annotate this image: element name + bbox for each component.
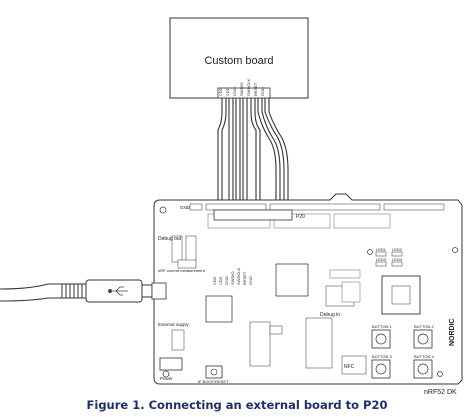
nrf-current-label: nRF current measurement — [158, 268, 206, 273]
usb-icon — [108, 286, 128, 296]
power-switch — [159, 357, 183, 371]
board-usb-connector — [151, 282, 167, 300]
debug-in-label: Debug in — [320, 312, 340, 318]
usb-cable-wire — [0, 297, 62, 302]
header-label: GND — [248, 276, 253, 285]
connector-label: GND — [232, 87, 237, 96]
current-measurement-jumper — [177, 259, 197, 269]
custom-connector-labels: VDD VDD GND SWDIO SWDCLK RESET GND — [218, 79, 265, 96]
usb-cable — [0, 279, 153, 303]
wire — [264, 98, 285, 210]
nrf52-chip-inner — [391, 285, 411, 305]
debug-out-label: Debug out — [158, 236, 182, 242]
board-name: nRF52 DK — [424, 389, 457, 396]
wire — [268, 98, 289, 210]
button-label: BUTTON 3 — [372, 354, 392, 359]
connector-label: VDD — [225, 87, 230, 96]
gnd-label: GND — [180, 205, 191, 210]
custom-board-connector — [217, 87, 271, 99]
header-label: VDD — [218, 276, 223, 285]
custom-board-label: Custom board — [204, 55, 273, 67]
mounting-holes — [159, 206, 458, 378]
connector-label: GND — [260, 87, 265, 96]
wire — [254, 98, 261, 210]
p20-header — [213, 209, 293, 221]
button-label: BUTTON 2 — [414, 324, 434, 329]
button-labels: BUTTON 1 BUTTON 2 BUTTON 3 BUTTON 4 — [372, 324, 434, 359]
wire — [261, 98, 281, 210]
top-header-row — [189, 203, 445, 211]
interface-mcu-chip — [205, 295, 233, 323]
header-label: GND — [224, 276, 229, 285]
mid-chip — [275, 263, 309, 297]
wire — [217, 98, 223, 210]
header-label: SWDCLK — [236, 268, 241, 285]
connector-label: SWDIO — [239, 82, 244, 96]
usb-plug-ridges — [65, 284, 83, 298]
led-label: LED1 — [376, 247, 387, 252]
nordic-logo: NORDIC — [449, 318, 456, 346]
usb-plug-tip — [141, 284, 153, 298]
figure-caption: Figure 1. Connecting an external board t… — [86, 398, 388, 412]
button-label: BUTTON 4 — [414, 354, 434, 359]
nfc-label: NFC — [344, 364, 355, 370]
led-group — [375, 251, 403, 267]
wire-bundle — [217, 98, 289, 210]
button-label: BUTTON 1 — [372, 324, 392, 329]
external-supply-label: External supply — [158, 322, 190, 327]
connector-label: RESET — [253, 82, 258, 96]
connector-label: SWDCLK — [246, 79, 251, 96]
external-supply-header — [171, 329, 185, 351]
led-label: LED3 — [376, 257, 387, 262]
power-label: Power — [160, 376, 173, 381]
custom-board-box — [169, 17, 309, 99]
wire — [221, 98, 227, 210]
wire — [257, 98, 277, 210]
led-label: LED2 — [392, 247, 403, 252]
nfc-antenna — [341, 355, 367, 375]
button-group — [371, 329, 433, 379]
usb-cable-wire — [0, 283, 62, 290]
led-labels: LED1 LED2 LED3 LED4 — [376, 247, 403, 262]
bottom-header-row — [249, 317, 333, 369]
header-label: VDD — [212, 276, 217, 285]
p20-label: P20 — [296, 214, 305, 220]
jumper-block — [329, 269, 361, 303]
led-label: LED4 — [392, 257, 403, 262]
header-label: RESET — [242, 271, 247, 285]
if-boot-reset-label: IF BOOT/RESET — [198, 379, 229, 384]
wire — [250, 98, 257, 210]
header-label: SWDIO — [230, 271, 235, 285]
board-header-labels: VDD VDD GND SWDIO SWDCLK RESET GND — [212, 268, 253, 285]
connector-label: VDD — [218, 87, 223, 96]
